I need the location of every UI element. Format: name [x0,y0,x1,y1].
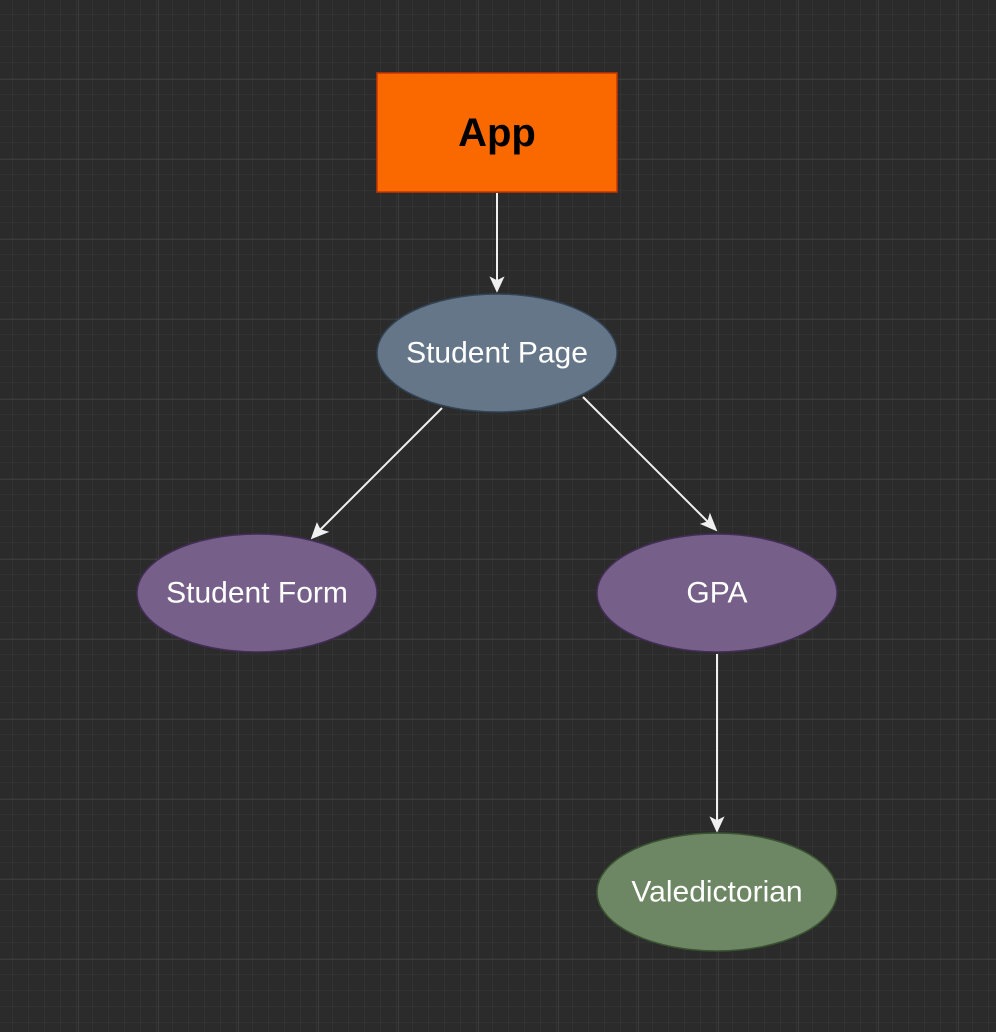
app-label: App [458,111,536,155]
edge-student-page-to-student-form[interactable] [310,407,443,540]
app-box [376,72,618,193]
student-form-label: Student Form [166,577,348,610]
edges [310,193,725,833]
valedictorian-ellipse [596,832,838,952]
student-form-ellipse [136,533,378,653]
node-valedictorian[interactable]: Valedictorian [596,832,838,952]
edge-student-page-to-gpa[interactable] [582,396,718,532]
node-gpa[interactable]: GPA [596,533,838,653]
gpa-label: GPA [686,577,747,610]
node-student-page[interactable]: Student Page [376,293,618,413]
node-student-form[interactable]: Student Form [136,533,378,653]
gpa-ellipse [596,533,838,653]
edge-gpa-to-valedictorian[interactable] [709,654,725,833]
student-page-label: Student Page [406,337,588,370]
student-page-ellipse [376,293,618,413]
edge-app-to-student-page[interactable] [489,193,505,293]
valedictorian-label: Valedictorian [631,876,802,909]
node-app[interactable]: App [376,72,618,193]
